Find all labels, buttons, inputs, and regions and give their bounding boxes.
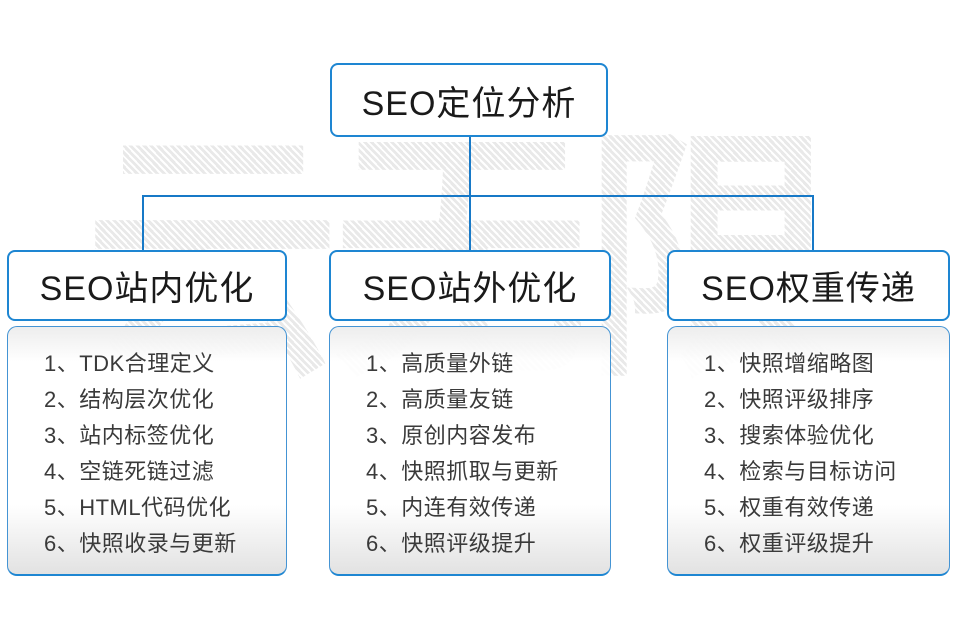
header-node-offsite: SEO站外优化 <box>329 250 611 321</box>
list-item: 6、权重评级提升 <box>704 531 875 556</box>
list-item: 3、站内标签优化 <box>44 423 215 448</box>
list-item: 4、空链死链过滤 <box>44 459 215 484</box>
list-item: 5、权重有效传递 <box>704 495 875 520</box>
list-card-weight: 1、快照增缩略图 2、快照评级排序 3、搜索体验优化 4、检索与目标访问 5、权… <box>667 326 950 576</box>
list-item: 3、搜索体验优化 <box>704 423 875 448</box>
root-node: SEO定位分析 <box>330 63 608 137</box>
list-item: 6、快照收录与更新 <box>44 531 237 556</box>
list-item: 1、快照增缩略图 <box>704 351 875 376</box>
list-item: 2、快照评级排序 <box>704 387 875 412</box>
header-node-weight: SEO权重传递 <box>667 250 950 321</box>
list-item: 1、高质量外链 <box>366 351 514 376</box>
header-node-label: SEO站内优化 <box>39 270 255 308</box>
list-item: 2、高质量友链 <box>366 387 514 412</box>
list-item: 5、HTML代码优化 <box>44 495 232 520</box>
list-item: 4、快照抓取与更新 <box>366 459 559 484</box>
list-item: 4、检索与目标访问 <box>704 459 897 484</box>
list-item: 1、TDK合理定义 <box>44 351 215 376</box>
connector-drop-left <box>142 195 144 252</box>
list-item: 6、快照评级提升 <box>366 531 537 556</box>
list-item: 3、原创内容发布 <box>366 423 537 448</box>
list-card-onsite: 1、TDK合理定义 2、结构层次优化 3、站内标签优化 4、空链死链过滤 5、H… <box>7 326 287 576</box>
header-node-onsite: SEO站内优化 <box>7 250 287 321</box>
list-item: 5、内连有效传递 <box>366 495 537 520</box>
root-node-label: SEO定位分析 <box>361 84 577 123</box>
list-card-offsite: 1、高质量外链 2、高质量友链 3、原创内容发布 4、快照抓取与更新 5、内连有… <box>329 326 611 576</box>
connector-horizontal <box>142 195 814 197</box>
list-item: 2、结构层次优化 <box>44 387 215 412</box>
connector-drop-right <box>812 195 814 252</box>
header-node-label: SEO权重传递 <box>701 270 916 308</box>
header-node-label: SEO站外优化 <box>362 270 578 308</box>
